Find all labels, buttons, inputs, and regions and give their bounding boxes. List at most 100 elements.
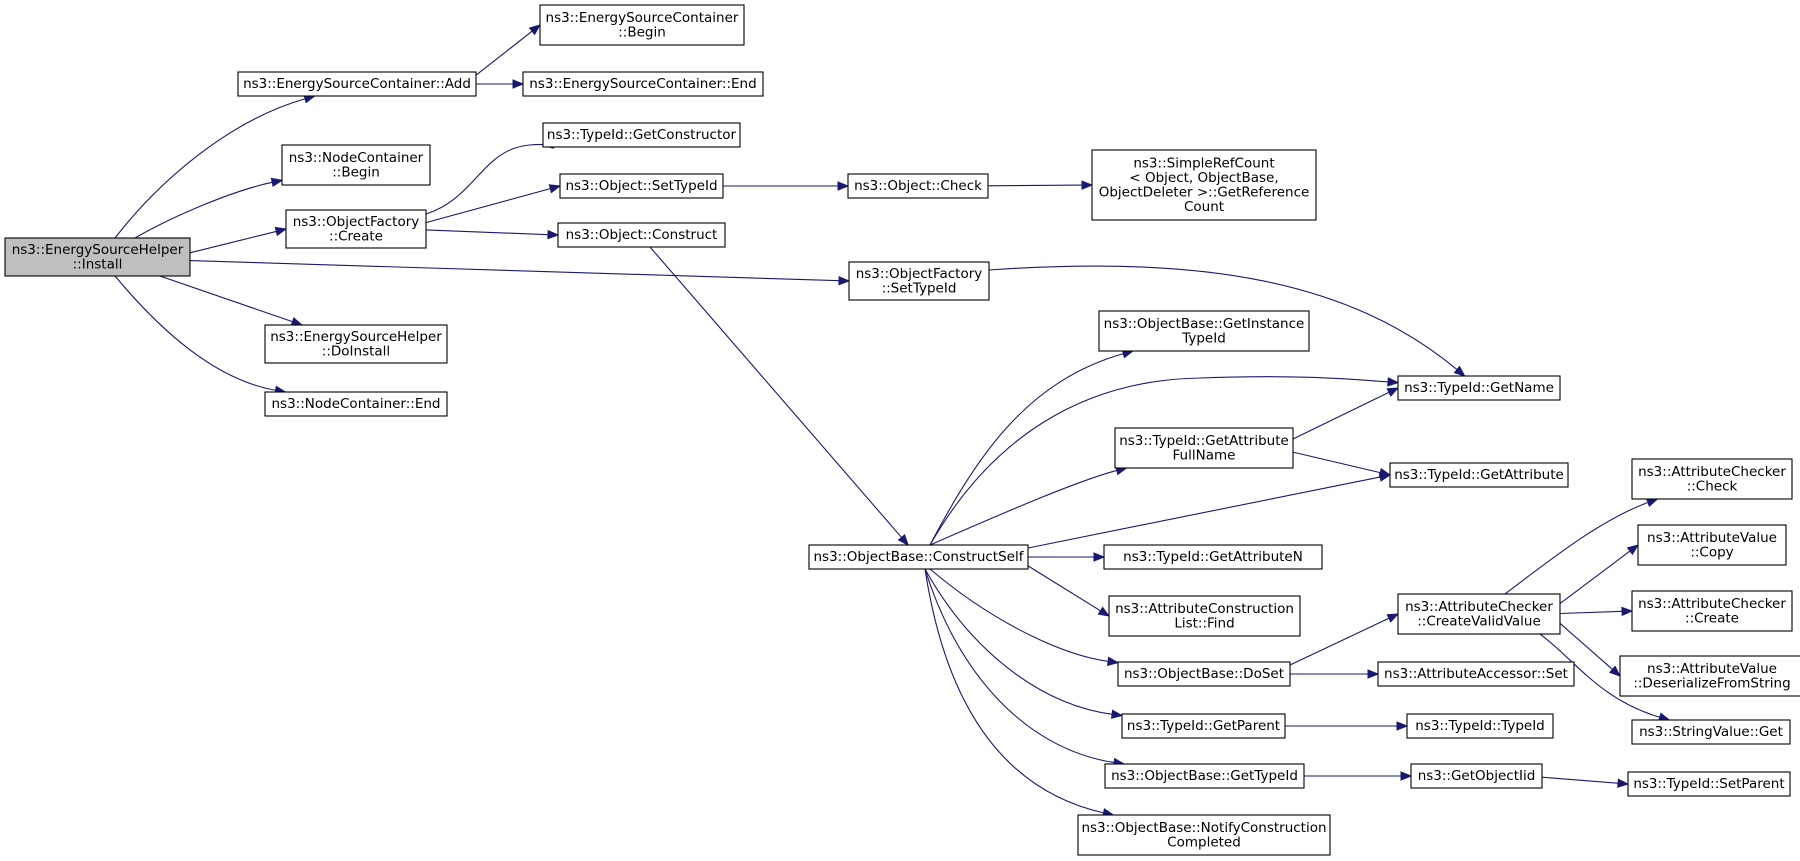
node-label-line: ns3::GetObjectIid [1418,768,1536,784]
node-install[interactable]: ns3::EnergySourceHelper::Install [4,237,191,277]
node-label-line: ns3::AttributeValue [1647,661,1777,677]
node-box [1389,462,1569,488]
node-srefcount[interactable]: ns3::SimpleRefCount< Object, ObjectBase,… [1091,149,1317,221]
edge-line [1539,633,1661,719]
edge-line [425,229,550,236]
node-av_copy[interactable]: ns3::AttributeValue::Copy [1637,524,1787,566]
node-box [1114,427,1294,469]
node-label-line: Count [1184,199,1224,215]
node-label-line: ns3::ObjectBase::ConstructSelf [814,549,1025,565]
node-of_create[interactable]: ns3::ObjectFactory::Create [285,209,427,249]
node-box [848,261,990,301]
node-label-line: ns3::ObjectFactory [856,266,983,282]
node-ac_check[interactable]: ns3::AttributeChecker::Check [1631,458,1793,500]
node-getobjectiid[interactable]: ns3::GetObjectIid [1410,763,1543,789]
node-ob_doset[interactable]: ns3::ObjectBase::DoSet [1117,661,1291,687]
node-esc_add[interactable]: ns3::EnergySourceContainer::Add [237,71,477,97]
node-ob_notify[interactable]: ns3::ObjectBase::NotifyConstructionCompl… [1077,814,1331,856]
node-label-line: ns3::ObjectBase::NotifyConstruction [1081,820,1326,836]
edge-ob_constructself-to-ob_doset [929,568,1120,666]
node-ac_createvalid[interactable]: ns3::AttributeChecker::CreateValidValue [1397,593,1561,635]
edge-line [924,568,1105,814]
edge-line [189,260,841,282]
node-tid_typeid[interactable]: ns3::TypeId::TypeId [1406,713,1554,739]
node-box [264,324,448,364]
node-box [1619,655,1800,697]
node-tid_getparent[interactable]: ns3::TypeId::GetParent [1121,713,1286,739]
node-label-line: ns3::ObjectBase::DoSet [1124,666,1284,682]
node-tid_setparent[interactable]: ns3::TypeId::SetParent [1627,771,1791,797]
node-box [539,4,745,46]
node-label-line: ns3::ObjectFactory [293,214,420,230]
arrowhead-icon [1093,552,1106,562]
node-box [847,173,989,199]
node-ob_constructself[interactable]: ns3::ObjectBase::ConstructSelf [808,544,1029,570]
edge-line [1027,476,1382,549]
edge-line [929,352,1125,546]
node-obj_check[interactable]: ns3::Object::Check [847,173,989,199]
node-box [281,144,431,186]
node-aa_set[interactable]: ns3::AttributeAccessor::Set [1377,661,1575,687]
node-label-line: ns3::ObjectBase::GetInstance [1104,316,1305,332]
node-label-line: ns3::AttributeConstruction [1115,601,1294,617]
edge-install-to-of_settypeid [189,260,851,286]
arrowhead-icon [1110,709,1124,719]
node-of_settypeid[interactable]: ns3::ObjectFactory::SetTypeId [848,261,990,301]
arrowhead-icon [512,79,525,89]
edge-tid_getparent-to-tid_typeid [1285,721,1409,731]
edge-ob_constructself-to-tid_getname [929,376,1400,546]
node-ac_create[interactable]: ns3::AttributeChecker::Create [1631,590,1793,632]
edge-tid_getattrfull-to-tid_getname [1292,387,1400,440]
node-tid_getattr[interactable]: ns3::TypeId::GetAttribute [1389,462,1569,488]
edge-line [1559,622,1614,671]
node-label-line: ns3::EnergySourceContainer [546,10,739,26]
edge-ob_doset-to-aa_set [1290,669,1380,679]
arrowhead-icon [1621,606,1634,617]
node-label-line: ns3::SimpleRefCount [1133,155,1274,171]
node-obj_construct[interactable]: ns3::Object::Construct [557,222,726,248]
arrowhead-icon [290,317,304,326]
node-tid_getattrn[interactable]: ns3::TypeId::GetAttributeN [1103,544,1323,570]
node-label-line: ns3::AttributeChecker [1638,464,1786,480]
edge-install-to-nc_begin [134,177,284,239]
node-box [1406,713,1554,739]
edge-ob_constructself-to-ob_notify [924,568,1115,818]
node-box [1104,763,1305,789]
node-label-line: ::Copy [1690,544,1733,560]
node-label-line: ns3::AttributeChecker [1638,596,1786,612]
node-sv_get[interactable]: ns3::StringValue::Get [1631,719,1791,745]
node-box [542,122,741,148]
node-box [1117,661,1291,687]
node-av_deser[interactable]: ns3::AttributeValue::DeserializeFromStri… [1619,655,1800,697]
arrowhead-icon [1367,669,1380,679]
node-box [1121,713,1286,739]
edge-line [1292,451,1382,474]
node-nc_end[interactable]: ns3::NodeContainer::End [264,391,448,417]
node-tid_getctor[interactable]: ns3::TypeId::GetConstructor [542,122,741,148]
node-esh_doinstall[interactable]: ns3::EnergySourceHelper::DoInstall [264,324,448,364]
call-edges [114,24,1671,818]
node-label-line: ns3::TypeId::GetAttributeN [1123,549,1303,565]
node-label-line: ns3::TypeId::GetAttribute [1394,467,1564,483]
node-obj_settypeid[interactable]: ns3::Object::SetTypeId [559,173,724,199]
node-nc_begin[interactable]: ns3::NodeContainer::Begin [281,144,431,186]
node-esc_end[interactable]: ns3::EnergySourceContainer::End [522,71,764,97]
edge-line [924,568,1116,764]
arrowhead-icon [1387,377,1400,387]
node-label-line: ::DeserializeFromString [1633,675,1790,691]
node-esc_begin[interactable]: ns3::EnergySourceContainer::Begin [539,4,745,46]
node-box [1637,524,1787,566]
node-box [808,544,1029,570]
node-box [1377,661,1575,687]
node-tid_getname[interactable]: ns3::TypeId::GetName [1397,375,1561,401]
node-label-line: ::Install [73,256,123,272]
edge-install-to-of_create [189,226,288,254]
edge-line [929,376,1390,546]
node-ob_gettypeid[interactable]: ns3::ObjectBase::GetTypeId [1104,763,1305,789]
node-label-line: ns3::Object::Construct [566,227,718,243]
node-box [4,237,191,277]
